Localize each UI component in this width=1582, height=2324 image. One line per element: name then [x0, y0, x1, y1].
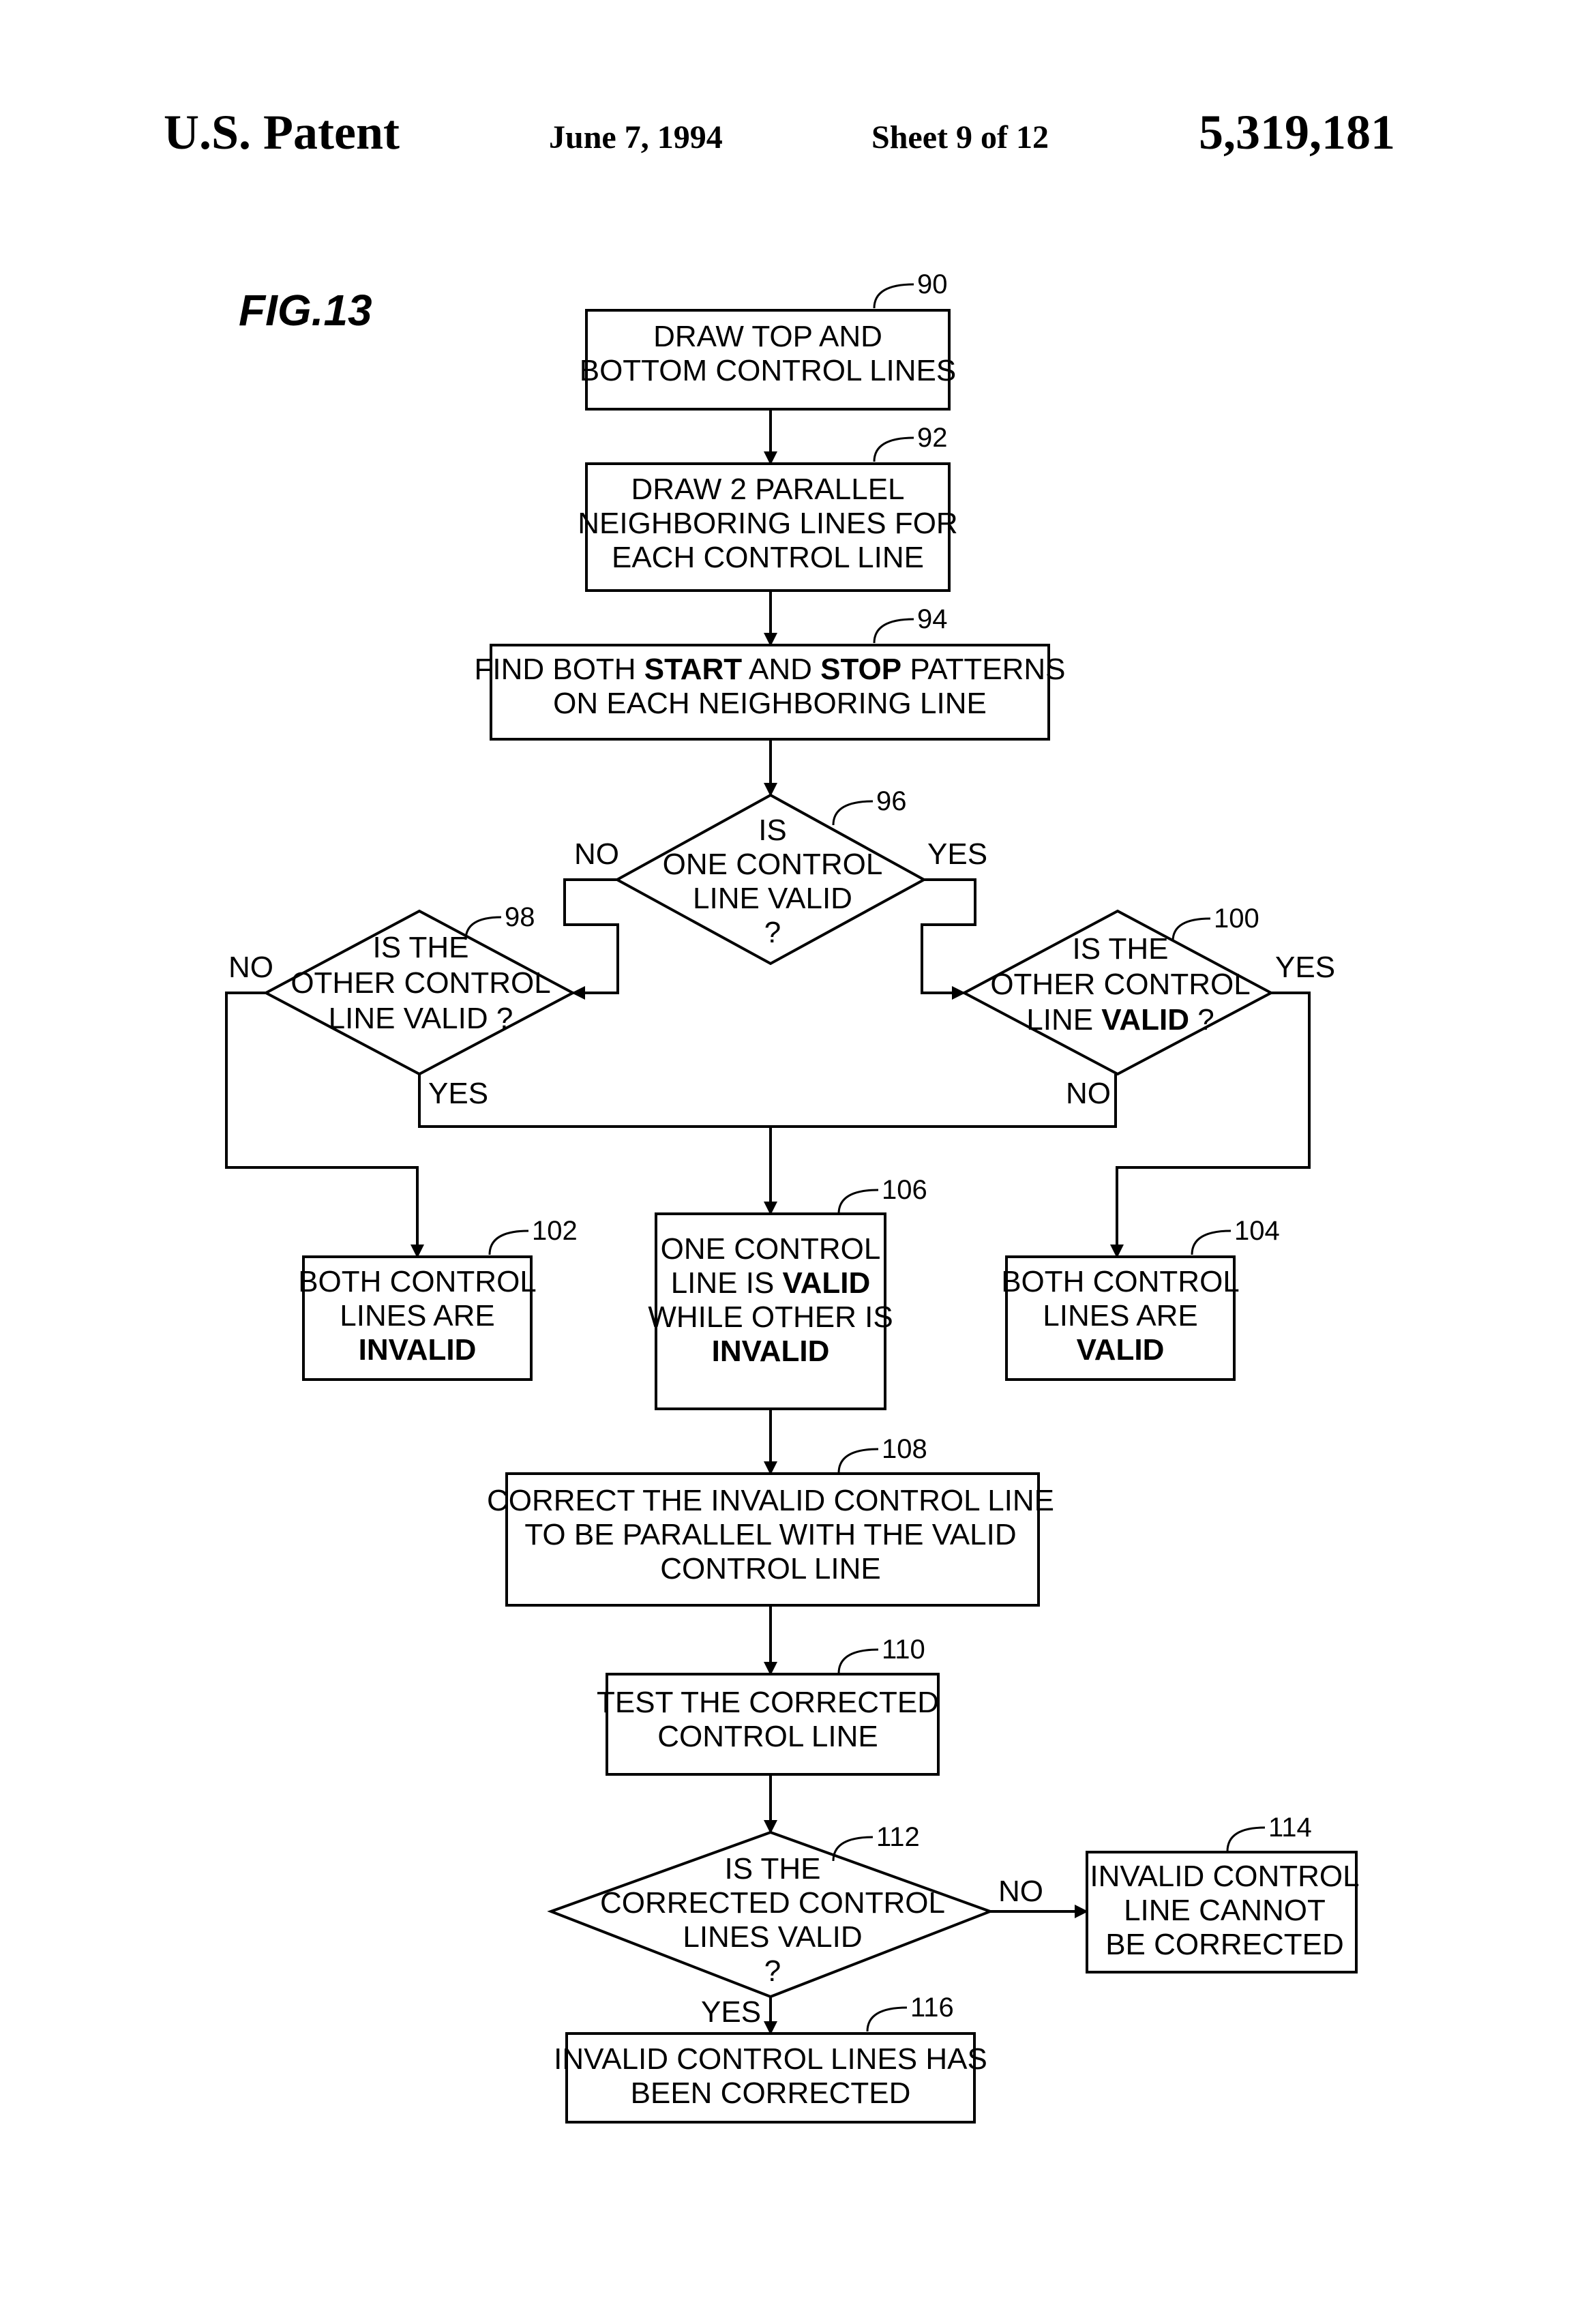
node-92-text-line: DRAW 2 PARALLEL [631, 473, 904, 506]
node-112-text-line: IS THE [724, 1852, 820, 1886]
node-108-text-line: CONTROL LINE [660, 1552, 881, 1585]
ref-leader-90 [874, 284, 914, 308]
node-108-text-line: CORRECT THE INVALID CONTROL LINE [487, 1484, 1054, 1517]
ref-leader-96 [833, 801, 873, 825]
ref-numeral-116: 116 [910, 1993, 954, 2023]
ref-numeral-90: 90 [917, 269, 948, 299]
node-102-text-line: INVALID [359, 1333, 477, 1367]
node-98-text-line: OTHER CONTROL [290, 966, 550, 1000]
ref-numeral-104: 104 [1234, 1216, 1280, 1246]
ref-numeral-100: 100 [1214, 904, 1259, 934]
ref-leader-110 [839, 1650, 878, 1673]
edge-label-yes-96: YES [927, 837, 987, 871]
node-96-text-line: ONE CONTROL [663, 848, 883, 881]
ref-numeral-102: 102 [532, 1216, 578, 1246]
node-100-text-line: OTHER CONTROL [990, 968, 1250, 1001]
edge-label-yes-98: YES [428, 1077, 488, 1110]
connector-96-no-98 [565, 880, 618, 993]
node-106-text-line: INVALID [712, 1335, 830, 1368]
node-100-text-line: IS THE [1072, 932, 1168, 966]
node-106-text-line: WHILE OTHER IS [648, 1300, 893, 1334]
connector-96-yes-100 [922, 880, 975, 993]
edge-label-yes-112: YES [701, 1995, 761, 2029]
node-108-text-line: TO BE PARALLEL WITH THE VALID [524, 1518, 1016, 1551]
ref-leader-98 [466, 917, 501, 940]
ref-numeral-94: 94 [917, 604, 948, 634]
node-102-text-line: BOTH CONTROL [298, 1265, 537, 1298]
node-104-text-line: VALID [1077, 1333, 1165, 1367]
ref-leader-106 [839, 1190, 878, 1214]
node-104-text-line: BOTH CONTROL [1001, 1265, 1240, 1298]
edge-label-no-112: NO [998, 1875, 1043, 1908]
ref-leader-102 [490, 1231, 528, 1255]
node-102-text-line: LINES ARE [340, 1299, 494, 1332]
ref-leader-104 [1192, 1231, 1231, 1255]
ref-numeral-108: 108 [882, 1434, 927, 1464]
ref-numeral-106: 106 [882, 1175, 927, 1205]
node-116-text-line: BEEN CORRECTED [631, 2076, 911, 2110]
node-92-text-line: NEIGHBORING LINES FOR [578, 507, 957, 540]
node-104-text-line: LINES ARE [1043, 1299, 1197, 1332]
node-100-text-line: LINE VALID ? [1026, 1003, 1214, 1037]
node-114-text-line: LINE CANNOT [1124, 1894, 1326, 1927]
node-106-text-line: LINE IS VALID [671, 1266, 871, 1300]
connector-98-yes-merge [419, 1074, 1116, 1127]
node-98-text-line: IS THE [372, 931, 468, 964]
ref-numeral-98: 98 [505, 902, 535, 932]
ref-leader-108 [839, 1449, 878, 1473]
ref-numeral-92: 92 [917, 423, 948, 453]
node-94-text-line: ON EACH NEIGHBORING LINE [553, 687, 987, 720]
node-94-text-line: FIND BOTH START AND STOP PATTERNS [474, 653, 1065, 686]
node-112-text-line: ? [764, 1954, 781, 1988]
node-96-text-line: ? [764, 916, 781, 949]
node-106-text-line: ONE CONTROL [661, 1232, 881, 1266]
node-90-text-line: DRAW TOP AND [653, 320, 882, 353]
edge-label-no-100: NO [1066, 1077, 1111, 1110]
node-112-text-line: LINES VALID [683, 1920, 862, 1954]
node-110-text-line: TEST THE CORRECTED [597, 1686, 939, 1719]
node-96-text-line: IS [758, 814, 787, 847]
node-90-text-line: BOTTOM CONTROL LINES [580, 354, 957, 387]
node-112-text-line: CORRECTED CONTROL [600, 1886, 945, 1920]
node-114-text-line: BE CORRECTED [1105, 1928, 1344, 1961]
ref-leader-92 [874, 438, 914, 462]
ref-leader-116 [867, 2008, 907, 2031]
node-116-text-line: INVALID CONTROL LINES HAS [554, 2042, 987, 2076]
node-96-text-line: LINE VALID [693, 882, 852, 915]
node-92-text-line: EACH CONTROL LINE [612, 541, 924, 574]
ref-numeral-114: 114 [1268, 1813, 1312, 1843]
ref-leader-100 [1173, 919, 1210, 941]
edge-label-no-98: NO [228, 951, 273, 984]
edge-label-yes-100: YES [1275, 951, 1335, 984]
ref-leader-114 [1227, 1828, 1265, 1851]
node-98-text-line: LINE VALID ? [329, 1002, 513, 1035]
node-114-text-line: INVALID CONTROL [1090, 1860, 1359, 1893]
node-110-text-line: CONTROL LINE [657, 1720, 878, 1753]
ref-numeral-96: 96 [876, 786, 907, 816]
ref-numeral-110: 110 [882, 1635, 925, 1665]
ref-leader-94 [874, 619, 914, 643]
edge-label-no-96: NO [574, 837, 619, 871]
ref-numeral-112: 112 [876, 1822, 920, 1852]
